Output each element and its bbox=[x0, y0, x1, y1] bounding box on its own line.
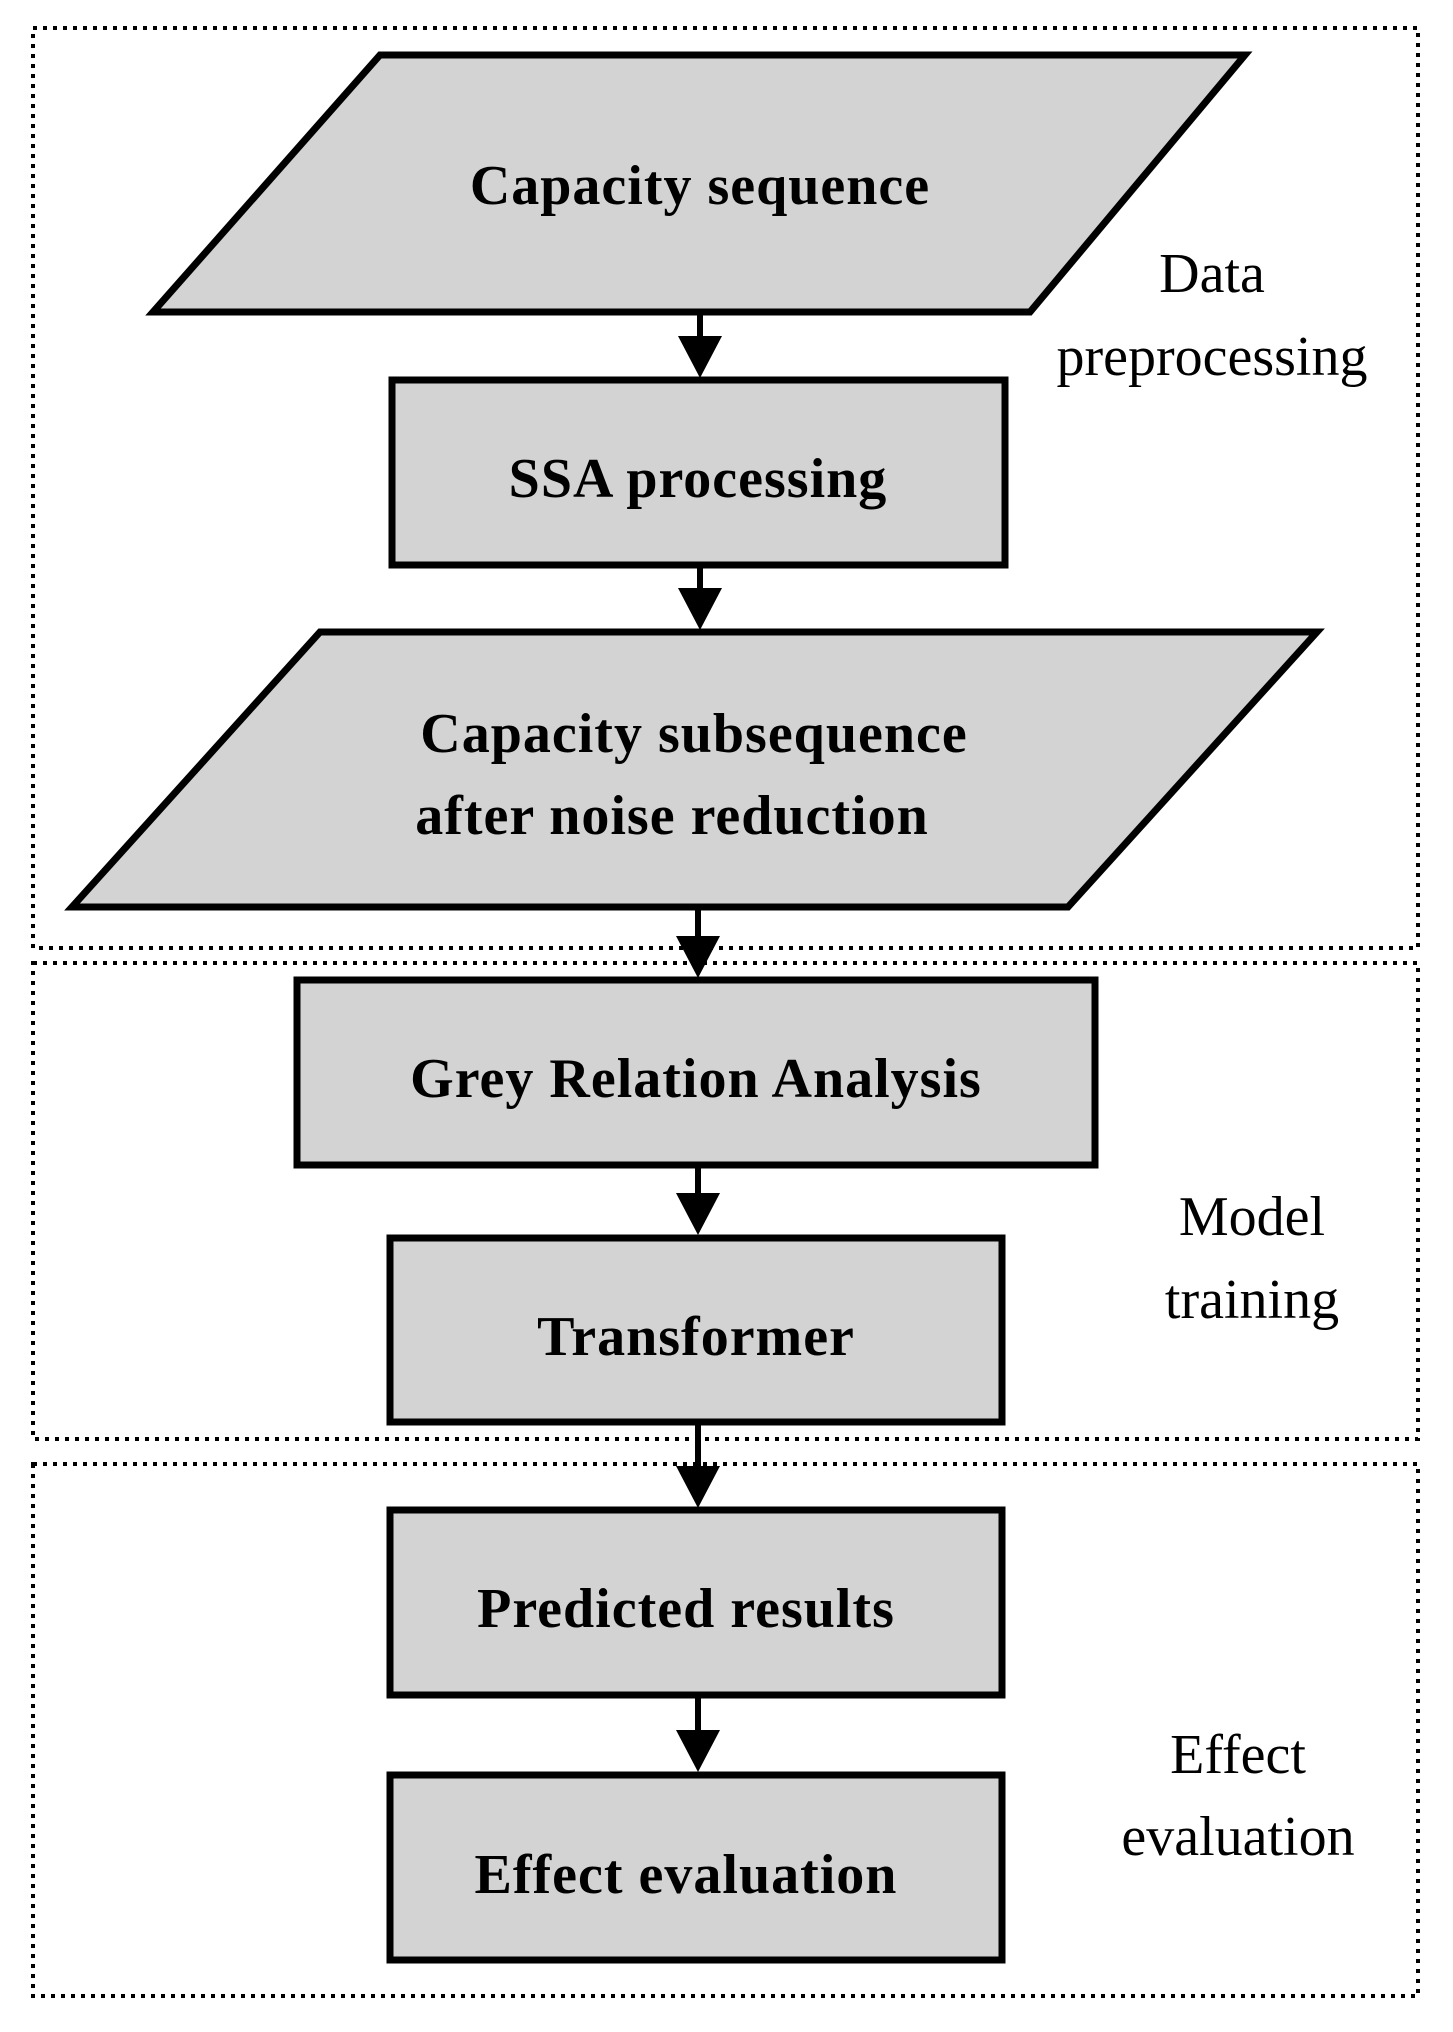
edge-capacity-to-ssa bbox=[678, 312, 722, 378]
edge-subsequence-to-grey bbox=[676, 907, 720, 978]
node-capacity-subsequence: Capacity subsequence after noise reducti… bbox=[64, 628, 1325, 911]
node-predicted-results-label: Predicted results bbox=[477, 1578, 895, 1640]
group-label-training-line2: training bbox=[1165, 1269, 1339, 1331]
group-data-preprocessing bbox=[31, 26, 1420, 950]
group-label-evaluation-line2: evaluation bbox=[1121, 1806, 1354, 1868]
group-label-preprocessing-line2: preprocessing bbox=[1056, 326, 1367, 388]
node-predicted-results: Predicted results bbox=[386, 1506, 1006, 1699]
group-model-training bbox=[31, 961, 1420, 1441]
edge-predicted-to-effect bbox=[676, 1695, 720, 1772]
node-transformer: Transformer bbox=[386, 1234, 1006, 1426]
node-grey-relation-analysis-label: Grey Relation Analysis bbox=[410, 1048, 982, 1110]
node-effect-evaluation: Effect evaluation bbox=[386, 1771, 1006, 1964]
node-capacity-sequence-label: Capacity sequence bbox=[470, 155, 930, 217]
node-ssa-processing: SSA processing bbox=[388, 376, 1009, 569]
edge-grey-to-transformer bbox=[676, 1165, 720, 1235]
node-capacity-subsequence-label-line2: after noise reduction bbox=[415, 785, 929, 847]
node-capacity-subsequence-label-line1: Capacity subsequence bbox=[420, 703, 967, 765]
edge-ssa-to-subsequence bbox=[678, 565, 722, 630]
node-transformer-label: Transformer bbox=[537, 1306, 855, 1368]
group-effect-evaluation bbox=[31, 1462, 1420, 1998]
node-ssa-processing-label: SSA processing bbox=[509, 448, 888, 510]
node-capacity-sequence: Capacity sequence bbox=[145, 51, 1253, 316]
group-label-preprocessing-line1: Data bbox=[1159, 243, 1265, 305]
node-grey-relation-analysis: Grey Relation Analysis bbox=[293, 976, 1099, 1169]
group-label-evaluation-line1: Effect bbox=[1170, 1724, 1306, 1786]
group-label-training-line1: Model bbox=[1179, 1186, 1325, 1248]
node-effect-evaluation-label: Effect evaluation bbox=[475, 1844, 898, 1906]
edge-transformer-to-predicted bbox=[676, 1422, 720, 1508]
